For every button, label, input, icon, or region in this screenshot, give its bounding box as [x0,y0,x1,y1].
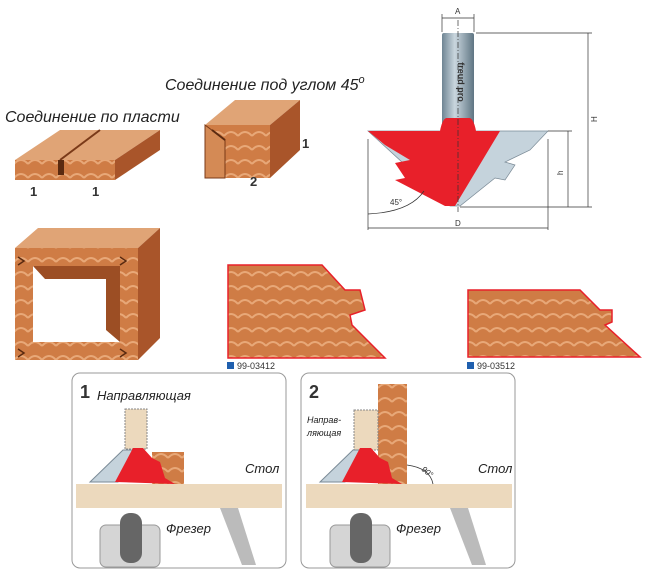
code-marker-icon [227,362,234,369]
profile-99-03412 [227,264,387,359]
panel-2-guide-label-2: ляющая [306,428,341,438]
panel-2-table-label: Стол [478,461,513,476]
profile-99-03512 [467,289,642,358]
profile-code-1: 99-03412 [237,361,275,371]
panel-1-number: 1 [80,382,90,402]
face-joint-illustration [15,129,160,180]
panel-2-guide-label-1: Направ- [307,415,341,425]
dim-h-total: H [590,116,599,122]
dim-angle: 45° [390,198,402,207]
face-joint-label-1: 1 [30,184,37,199]
cutter-drawing: freud pro [367,14,592,230]
dim-a: A [455,7,461,16]
angle-joint-label-1: 1 [302,136,309,151]
angle-joint-label-2: 2 [250,174,257,189]
panel-1-router-label: Фрезер [166,521,211,536]
panel-2-number: 2 [309,382,319,402]
angle-joint-illustration [204,100,300,179]
panel-1-guide-label: Направляющая [97,388,191,403]
cutter-shank [442,33,474,130]
dim-h: h [556,171,565,175]
setup-panel-1 [71,372,287,569]
face-joint-label-2: 1 [92,184,99,199]
setup-panel-2 [300,372,516,569]
panel-1-table-label: Стол [245,461,280,476]
box-frame-illustration [15,228,160,360]
dim-d: D [455,219,461,228]
code-marker-icon [467,362,474,369]
panel-2-router-label: Фрезер [396,521,441,536]
angle-joint-title: Соединение под углом 45o [165,74,365,94]
cutter-logo: freud pro [456,62,466,102]
face-joint-title: Соединение по пласти [5,109,180,126]
profile-code-2: 99-03512 [477,361,515,371]
